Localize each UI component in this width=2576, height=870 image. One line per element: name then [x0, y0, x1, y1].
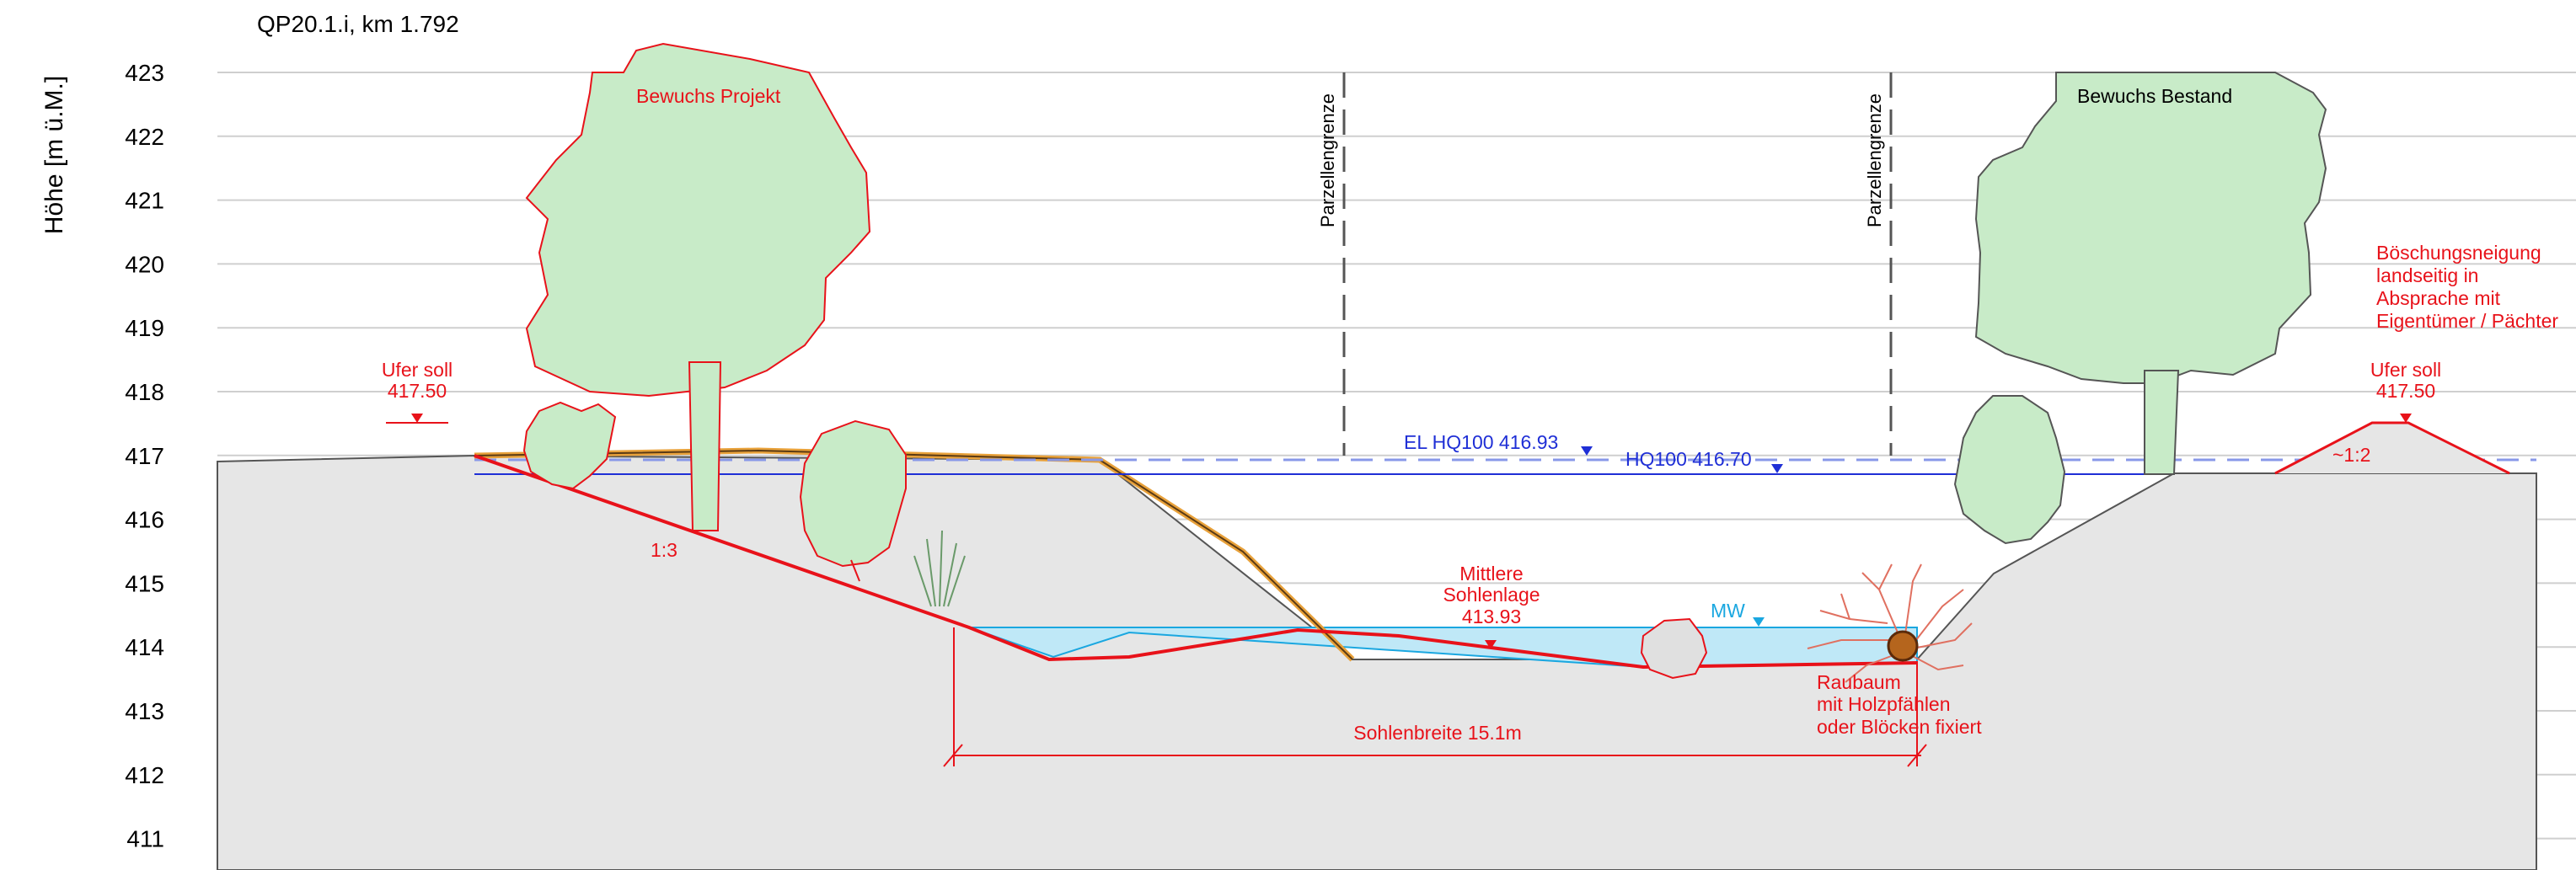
el-hq100-label: EL HQ100 416.93	[1404, 431, 1558, 453]
title: QP20.1.i, km 1.792	[257, 11, 459, 37]
bank-right-label-1: Ufer soll	[2370, 359, 2441, 381]
mean-bed-label-1: Mittlere	[1459, 563, 1523, 584]
mean-bed-label-2: Sohlenlage	[1443, 584, 1540, 606]
y-tick-label: 411	[126, 826, 164, 852]
dike-right	[2274, 421, 2510, 475]
y-tick-label: 414	[125, 634, 164, 660]
parcel-boundary-right-label: Parzellengrenze	[1864, 93, 1885, 227]
mean-bed-marker	[1485, 640, 1497, 649]
terrain-ground	[217, 454, 2537, 870]
vegetation-existing-label: Bewuchs Bestand	[2077, 85, 2232, 107]
bank-left-label-2: 417.50	[388, 380, 447, 402]
y-tick-label: 423	[125, 60, 164, 86]
embankment-note-2: landseitig in	[2376, 264, 2478, 286]
y-axis-ticks: 423 422 421 420 419 418 417 416 415 414 413 412 411	[125, 60, 164, 852]
el-hq100-marker	[1581, 446, 1593, 456]
existing-tree-large	[1974, 72, 2327, 475]
hq100-label: HQ100 416.70	[1625, 448, 1752, 470]
bed-width-label: Sohlenbreite 15.1m	[1353, 722, 1521, 744]
raubaum-log	[1887, 630, 1919, 662]
bank-right-marker	[2400, 414, 2412, 423]
raubaum-label-2: mit Holzpfählen	[1817, 693, 1951, 715]
mean-bed-label-3: 413.93	[1462, 606, 1521, 627]
y-tick-label: 421	[125, 188, 164, 214]
project-tree-medium	[799, 419, 907, 582]
y-tick-label: 420	[125, 251, 164, 277]
design-bed-line	[474, 454, 1918, 670]
y-tick-label: 413	[125, 698, 164, 724]
parcel-boundary-left-label: Parzellengrenze	[1317, 93, 1338, 227]
reed-plant	[913, 530, 966, 607]
hq100-marker	[1771, 464, 1783, 473]
embankment-note-4: Eigentümer / Pächter	[2376, 310, 2558, 332]
existing-tree-small	[1953, 395, 2066, 545]
bed-width-dimension	[943, 627, 1927, 767]
embankment-note-1: Böschungsneigung	[2376, 242, 2541, 264]
project-shrub-left	[522, 401, 617, 490]
boulder	[1640, 617, 1708, 680]
y-tick-label: 412	[125, 762, 164, 788]
y-tick-label: 419	[125, 315, 164, 341]
raubaum-root-brush	[1807, 563, 1973, 683]
y-tick-label: 415	[125, 570, 164, 596]
y-tick-label: 416	[125, 507, 164, 533]
y-tick-label: 417	[125, 443, 164, 469]
bank-left-label-1: Ufer soll	[382, 359, 453, 381]
mw-label: MW	[1711, 600, 1745, 622]
mw-marker	[1753, 617, 1765, 627]
slope-left-label: 1:3	[651, 539, 677, 561]
bank-left-marker	[411, 414, 423, 423]
bank-right-label-2: 417.50	[2376, 380, 2435, 402]
y-axis-label: Höhe [m ü.M.]	[40, 76, 68, 234]
raubaum-label-3: oder Blöcken fixiert	[1817, 716, 1982, 738]
raubaum-label-1: Raubaum	[1817, 671, 1901, 693]
y-tick-label: 418	[125, 379, 164, 405]
vegetation-project-label: Bewuchs Projekt	[636, 85, 781, 107]
y-tick-label: 422	[125, 124, 164, 150]
project-tree-large	[525, 42, 871, 531]
embankment-note-3: Absprache mit	[2376, 287, 2501, 309]
slope-right-label: ~1:2	[2332, 444, 2370, 466]
